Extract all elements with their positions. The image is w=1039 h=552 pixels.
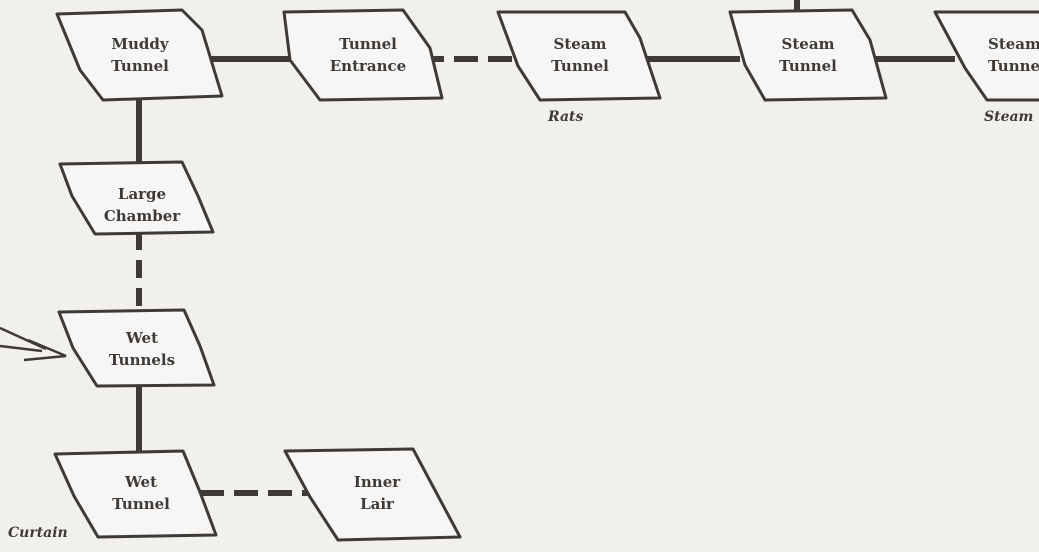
room-tunnel-entrance (282, 8, 444, 102)
room-inner-lair (283, 447, 462, 542)
note-curtain: Curtain (8, 525, 68, 541)
room-steam-tunnel-3 (933, 10, 1039, 102)
note-steam: Steam (984, 109, 1034, 125)
room-wet-tunnels (57, 308, 216, 388)
room-wet-tunnel (53, 449, 218, 539)
room-steam-tunnel-2 (728, 8, 888, 102)
note-rats: Rats (548, 109, 584, 125)
exit-arrow-west (0, 326, 67, 362)
room-steam-tunnel-1 (496, 10, 662, 102)
room-muddy-tunnel (55, 8, 224, 102)
room-large-chamber (58, 160, 215, 236)
